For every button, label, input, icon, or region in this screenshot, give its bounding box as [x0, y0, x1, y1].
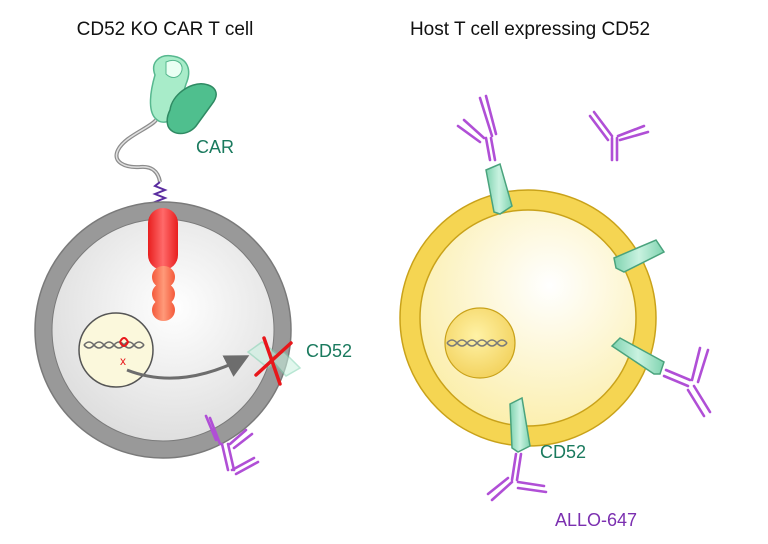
- allo-647-label: ALLO-647: [555, 510, 637, 530]
- car-t-cell: x: [34, 201, 302, 459]
- host-t-cell-cytoplasm: [419, 209, 637, 427]
- antibody-icon-top-left: [456, 94, 498, 162]
- car-receptor: CAR: [114, 54, 234, 211]
- antibody-icon-right: [662, 346, 712, 418]
- gene-knockout-mark: x: [120, 354, 126, 368]
- left-panel-title: CD52 KO CAR T cell: [77, 19, 254, 40]
- car-signaling-domain-lower-1: [152, 266, 175, 288]
- cd52-protein-right-upper: [613, 239, 666, 273]
- antibody-icon-top-right: [588, 110, 650, 162]
- car-signaling-domain-lower-3: [152, 299, 175, 321]
- knockout-cross-icon: [254, 336, 293, 386]
- car-t-cell-nucleus: [78, 312, 154, 388]
- right-panel-title: Host T cell expressing CD52: [410, 19, 650, 40]
- host-t-cell-nucleus: [444, 307, 516, 379]
- dna-helix-icon: [83, 341, 145, 349]
- car-signaling-domain-lower-2: [152, 283, 175, 305]
- cd52-protein-top: [485, 162, 513, 215]
- left-cd52-label: CD52: [306, 341, 352, 361]
- knockout-arrow: [126, 355, 250, 380]
- antibody-icon-bottom: [486, 452, 548, 502]
- car-linker: [114, 118, 162, 183]
- host-t-cell: [399, 189, 657, 447]
- gene-knockout-strand: [119, 337, 130, 347]
- car-signaling-domain-upper: [148, 208, 178, 270]
- car-scfv-heavy-domain: [166, 83, 217, 135]
- right-cd52-label: CD52: [540, 442, 586, 462]
- cd52-protein-right-lower: [610, 337, 665, 375]
- car-label: CAR: [196, 137, 234, 157]
- cd52-protein-bottom: [509, 396, 531, 453]
- car-linker-inner: [115, 119, 161, 183]
- host-dna-helix-icon: [446, 339, 508, 347]
- antibody-icon-left: [204, 414, 260, 476]
- car-scfv-light-highlight: [165, 59, 183, 78]
